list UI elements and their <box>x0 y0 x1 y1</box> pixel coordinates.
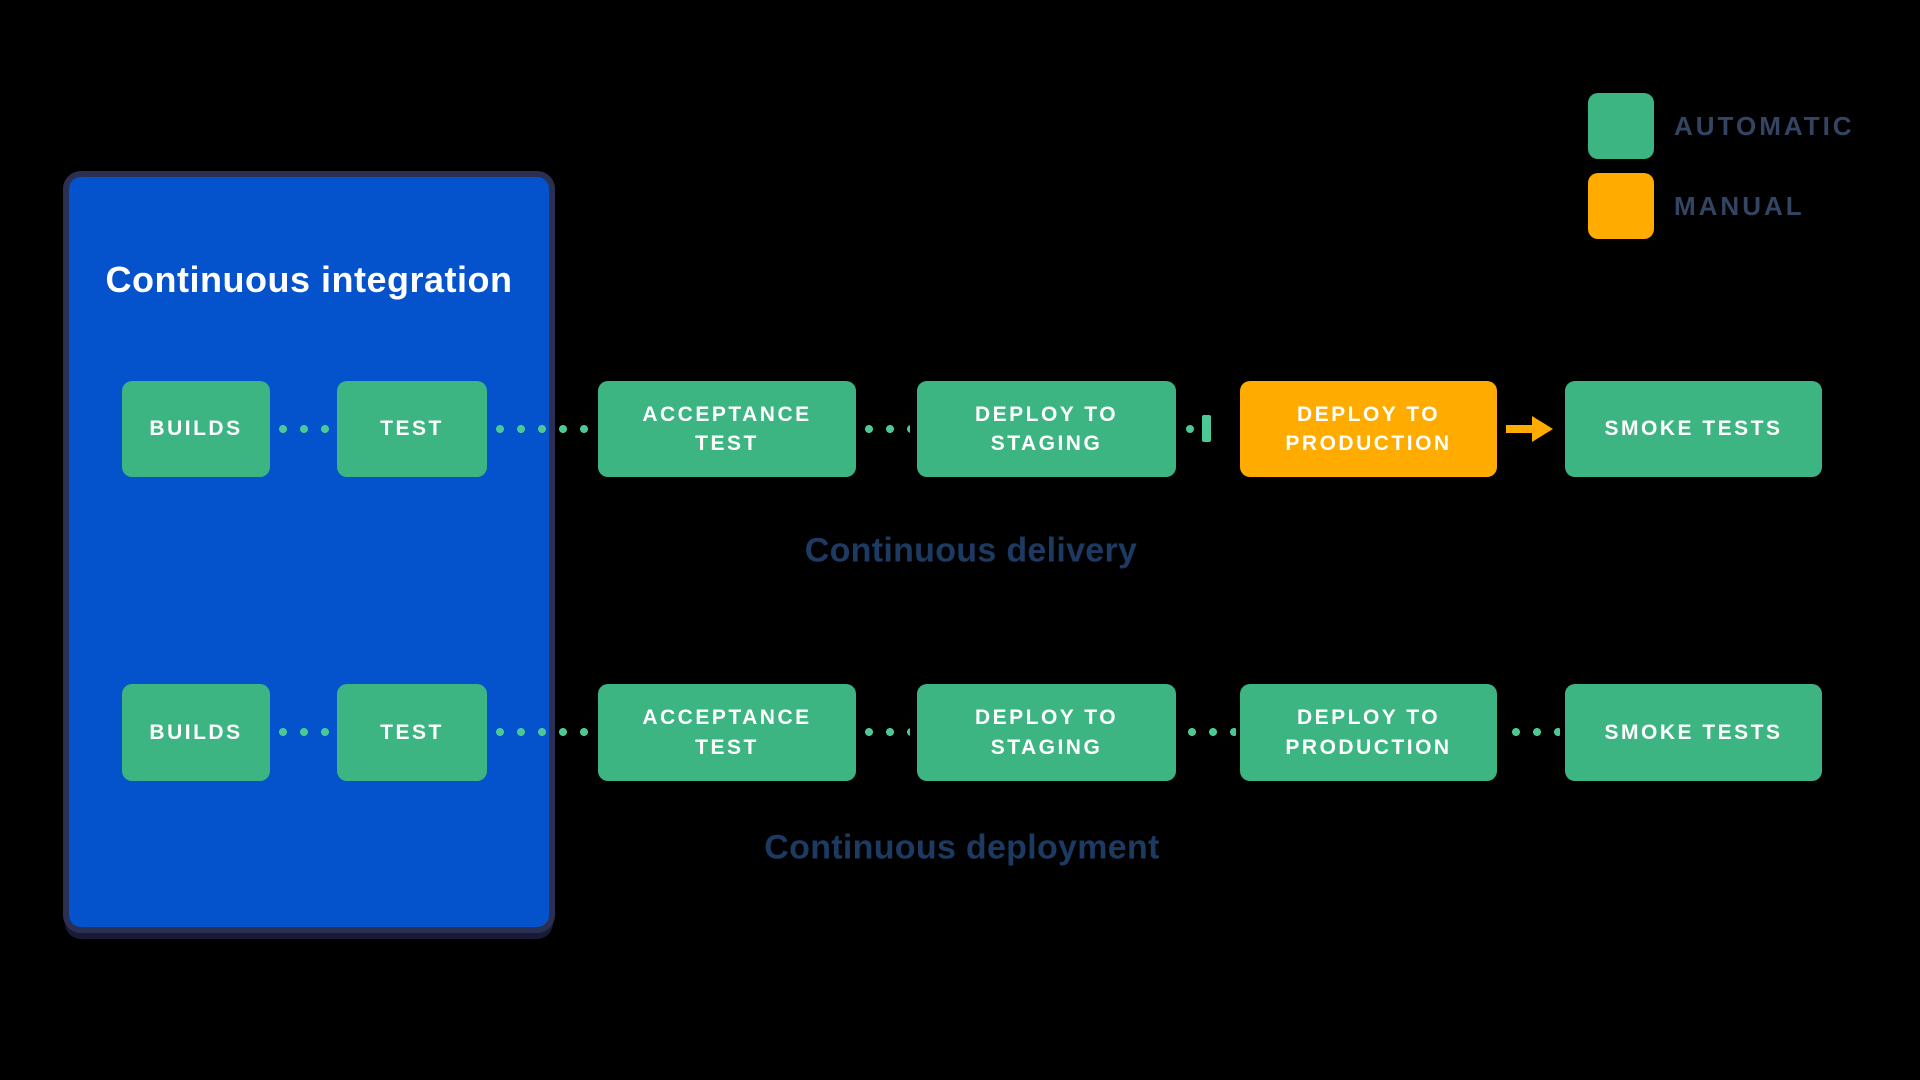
legend-label-automatic: AUTOMATIC <box>1674 110 1855 141</box>
legend-item-manual: MANUAL <box>1588 173 1855 239</box>
delivery-builds-box: BUILDS <box>122 381 270 477</box>
continuous-delivery-label: Continuous delivery <box>804 531 1138 570</box>
delivery-connector-builds-test <box>279 425 332 433</box>
legend-item-automatic: AUTOMATIC <box>1588 93 1855 159</box>
legend: AUTOMATIC MANUAL <box>1588 93 1855 239</box>
manual-swatch-icon <box>1588 173 1654 239</box>
delivery-connector-acceptance-staging <box>865 425 910 433</box>
delivery-connector-test-acceptance <box>496 425 590 433</box>
deployment-connector-staging-production <box>1188 728 1236 736</box>
deployment-deploy-staging-box: DEPLOY TO STAGING <box>917 684 1176 781</box>
deployment-smoke-tests-box: SMOKE TESTS <box>1565 684 1822 781</box>
deployment-acceptance-test-box: ACCEPTANCE TEST <box>598 684 856 781</box>
continuous-deployment-label: Continuous deployment <box>764 828 1160 867</box>
continuous-integration-container: Continuous integration <box>63 171 555 933</box>
legend-label-manual: MANUAL <box>1674 190 1805 221</box>
deployment-connector-production-smoke <box>1512 728 1560 736</box>
deployment-connector-acceptance-staging <box>865 728 910 736</box>
deployment-deploy-production-box: DEPLOY TO PRODUCTION <box>1240 684 1497 781</box>
continuous-integration-title: Continuous integration <box>105 259 513 300</box>
manual-gate-bar-icon <box>1202 415 1211 442</box>
delivery-smoke-tests-box: SMOKE TESTS <box>1565 381 1822 477</box>
delivery-gate-dot <box>1186 425 1194 433</box>
deployment-test-box: TEST <box>337 684 487 781</box>
manual-arrow-icon <box>1506 416 1553 442</box>
deployment-connector-builds-test <box>279 728 332 736</box>
delivery-test-box: TEST <box>337 381 487 477</box>
deployment-connector-test-acceptance <box>496 728 594 736</box>
deployment-builds-box: BUILDS <box>122 684 270 781</box>
automatic-swatch-icon <box>1588 93 1654 159</box>
delivery-acceptance-test-box: ACCEPTANCE TEST <box>598 381 856 477</box>
delivery-deploy-production-box: DEPLOY TO PRODUCTION <box>1240 381 1497 477</box>
delivery-deploy-staging-box: DEPLOY TO STAGING <box>917 381 1176 477</box>
